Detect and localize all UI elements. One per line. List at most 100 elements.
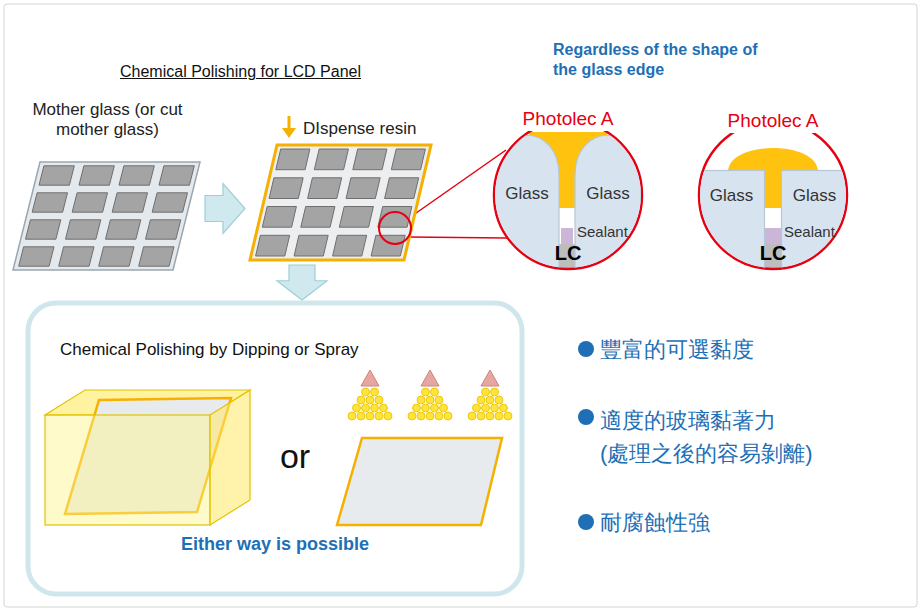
circle-outline bbox=[494, 121, 642, 269]
panel-cell bbox=[146, 220, 181, 239]
spray-droplet bbox=[486, 396, 494, 404]
spray-droplet bbox=[371, 388, 379, 396]
panel-cell bbox=[314, 149, 348, 170]
tank-side bbox=[210, 390, 250, 525]
panel-cell bbox=[32, 193, 67, 212]
panel-cell bbox=[385, 178, 419, 199]
dispense-arrow bbox=[282, 128, 296, 138]
part-name: Glass bbox=[793, 186, 836, 206]
bullet-dot bbox=[578, 341, 594, 357]
panel-cell bbox=[152, 193, 187, 212]
panel-cell bbox=[308, 178, 342, 199]
spray-droplet bbox=[435, 396, 443, 404]
spray-droplet bbox=[422, 388, 430, 396]
panel-caption: Mother glass (or cut mother glass) bbox=[10, 100, 205, 141]
panel-cell bbox=[26, 220, 61, 239]
spray-droplet bbox=[482, 404, 490, 412]
part-name: LC bbox=[760, 241, 787, 265]
glass-plate-drawing bbox=[781, 170, 848, 270]
feature-bullet: 適度的玻璃黏著力 (處理之後的容易剝離) bbox=[600, 404, 900, 470]
spray-droplet bbox=[417, 412, 425, 420]
or-word: or bbox=[280, 436, 310, 477]
polishing-box: Chemical Polishing by Dipping or Spray or… bbox=[25, 300, 525, 597]
part-name: Sealant bbox=[577, 223, 628, 241]
spray-droplet bbox=[413, 404, 421, 412]
panel-cell bbox=[346, 178, 380, 199]
panel-cell bbox=[353, 149, 387, 170]
page-frame bbox=[4, 4, 917, 607]
spray-droplet bbox=[348, 412, 356, 420]
bullet-dot bbox=[578, 409, 594, 425]
panel-cell bbox=[339, 207, 373, 228]
glass-plate: Glass bbox=[573, 120, 643, 270]
edge-detail-circle: Photolec ASealantLCGlassGlass bbox=[698, 120, 848, 270]
spray-droplet bbox=[468, 412, 476, 420]
spray-droplet bbox=[426, 412, 434, 420]
spray-nozzle bbox=[361, 370, 379, 386]
spray-nozzle bbox=[421, 370, 439, 386]
glass-shape bbox=[575, 135, 641, 272]
spray-droplet bbox=[384, 412, 392, 420]
spray-droplet bbox=[495, 412, 503, 420]
spray-droplet bbox=[495, 396, 503, 404]
spray-droplet bbox=[500, 404, 508, 412]
panel-cell bbox=[119, 166, 154, 185]
sealant-block bbox=[765, 228, 781, 244]
glass-shape bbox=[699, 171, 765, 276]
panel-cell bbox=[159, 166, 194, 185]
panel-cell bbox=[333, 235, 367, 256]
panel-cell bbox=[99, 247, 134, 266]
step-label: DIspense resin bbox=[303, 119, 416, 139]
spray-droplet bbox=[477, 396, 485, 404]
glass-panel bbox=[13, 162, 200, 270]
spray-droplet bbox=[375, 396, 383, 404]
glass-plate-drawing bbox=[698, 170, 765, 270]
spray-droplet bbox=[440, 404, 448, 412]
panel-cell bbox=[301, 207, 335, 228]
spray-droplet bbox=[366, 412, 374, 420]
panel-cell bbox=[66, 220, 101, 239]
box-outline bbox=[28, 303, 522, 594]
glass-panel bbox=[250, 145, 431, 260]
box-note: Either way is possible bbox=[181, 534, 369, 556]
box-heading: Chemical Polishing by Dipping or Spray bbox=[60, 340, 359, 360]
spray-droplet bbox=[431, 388, 439, 396]
spray-droplet bbox=[477, 412, 485, 420]
part-name: Glass bbox=[710, 186, 753, 206]
glass-panel bbox=[337, 438, 502, 525]
spray-droplet bbox=[482, 388, 490, 396]
callout-heading: Regardless of the shape of the glass edg… bbox=[553, 40, 768, 80]
panel-cell bbox=[112, 193, 147, 212]
glass-plate: Glass bbox=[493, 120, 561, 270]
resin-stem bbox=[765, 168, 781, 208]
circle-ground bbox=[698, 120, 848, 270]
circle-ground bbox=[493, 120, 643, 270]
leader-line bbox=[409, 237, 507, 238]
spray-droplet bbox=[491, 404, 499, 412]
spray-nozzle bbox=[481, 370, 499, 386]
feature-bullet: 耐腐蝕性強 bbox=[600, 509, 900, 537]
dispense-arrow bbox=[288, 116, 291, 129]
spray-droplet bbox=[422, 404, 430, 412]
panel-cell bbox=[19, 247, 54, 266]
spray-droplet bbox=[357, 396, 365, 404]
part-name: Glass bbox=[586, 184, 629, 204]
spray-droplet bbox=[375, 412, 383, 420]
spray-droplet bbox=[486, 412, 494, 420]
spray-droplet bbox=[362, 388, 370, 396]
panel-cell bbox=[269, 178, 303, 199]
mother-glass-panel: Mother glass (or cut mother glass) bbox=[10, 100, 205, 275]
panel-cell bbox=[371, 235, 405, 256]
spray-droplet bbox=[473, 404, 481, 412]
spray-droplet bbox=[504, 412, 512, 420]
circle-outline bbox=[699, 121, 847, 269]
spray-droplet bbox=[435, 412, 443, 420]
glass-plate: Glass bbox=[698, 170, 765, 270]
edge-detail-circle: Photolec ASealantLCGlassGlass bbox=[493, 120, 643, 270]
panel-cell bbox=[262, 207, 296, 228]
spray-droplet bbox=[431, 404, 439, 412]
diagram-title: Chemical Polishing for LCD Panel bbox=[120, 62, 361, 81]
spray-droplet bbox=[353, 404, 361, 412]
feature-bullet: 豐富的可選黏度 bbox=[600, 336, 900, 364]
